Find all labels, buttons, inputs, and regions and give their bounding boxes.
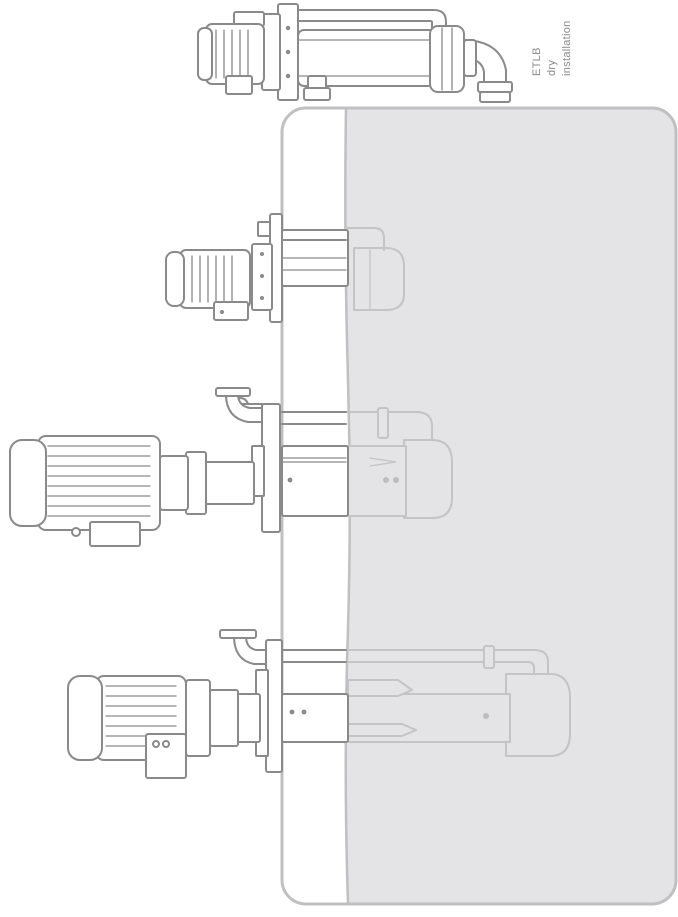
motor-neck: [185, 679, 211, 757]
caption-line-3: installation: [561, 20, 573, 76]
motor-endcap: [197, 27, 213, 81]
motor-neck: [159, 455, 189, 511]
return-pipe-submerged: [345, 411, 433, 441]
pipe-coupling-submerged: [483, 645, 495, 669]
suction-flange: [303, 87, 331, 101]
pump-head: [429, 25, 465, 93]
coupling-shaft: [203, 461, 255, 505]
pump-medium-immersion: [9, 387, 453, 547]
pump-column: [281, 445, 349, 517]
pump-large-immersion: [67, 629, 571, 779]
top-gland: [257, 221, 271, 237]
caption-line-2: dry: [546, 60, 558, 76]
outlet-flange: [479, 91, 511, 103]
pump-small-immersion: [165, 213, 405, 323]
return-pipe-submerged: [345, 649, 549, 675]
return-pipe: [281, 649, 347, 663]
return-pipe: [297, 9, 447, 29]
return-pipe: [281, 229, 347, 241]
discharge-flange: [219, 629, 257, 639]
caption: ETLB dry installation: [531, 20, 573, 76]
motor-endcap: [67, 675, 103, 761]
caption-line-1: ETLB: [531, 47, 543, 76]
pump-dry-installation: [197, 3, 513, 103]
terminal-box: [225, 75, 253, 95]
pump-casing-submerged: [505, 673, 571, 757]
coupling-shaft: [235, 693, 261, 743]
pipe-coupling-submerged: [377, 407, 389, 439]
motor-endcap: [9, 439, 47, 527]
pump-column: [281, 693, 349, 743]
pump-casing-submerged: [353, 247, 405, 311]
return-pipe-submerged: [345, 227, 385, 251]
inlet-nozzle: [463, 39, 477, 77]
outlet-coupling: [477, 81, 513, 93]
pump-casing-submerged: [403, 439, 453, 519]
column-tip-bottom: [347, 723, 417, 737]
terminal-box: [213, 301, 249, 321]
motor-endcap: [165, 251, 185, 307]
motor-body: [179, 249, 251, 309]
column-tip-top: [347, 679, 413, 697]
discharge-flange: [215, 387, 251, 397]
coupling-guard: [209, 689, 239, 747]
terminal-box: [89, 521, 141, 547]
return-pipe: [281, 411, 347, 425]
